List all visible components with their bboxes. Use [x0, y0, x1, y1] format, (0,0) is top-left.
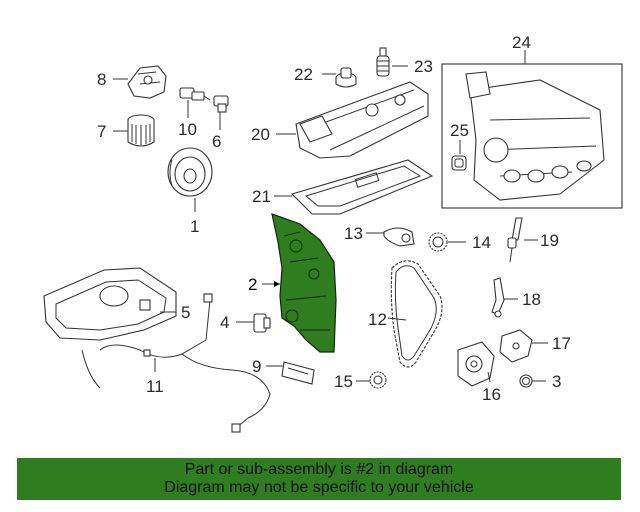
- part-17-bracket[interactable]: [499, 329, 533, 363]
- callout-12: 12: [368, 310, 387, 329]
- part-6-sensor[interactable]: [213, 95, 229, 113]
- part-12-timing-chain[interactable]: [390, 260, 443, 368]
- part-22-filler-cap[interactable]: [335, 67, 357, 88]
- callout-18: 18: [522, 290, 541, 309]
- part-25-gasket[interactable]: [451, 155, 467, 171]
- callout-14: 14: [472, 233, 491, 252]
- callout-25: 25: [450, 121, 469, 140]
- part-2-front-cover[interactable]: [271, 213, 337, 353]
- part-13-tensioner-arm[interactable]: [383, 227, 415, 247]
- callout-20: 20: [251, 125, 270, 144]
- part-19-dipstick[interactable]: [507, 217, 523, 263]
- part-10-sensor[interactable]: [179, 87, 211, 101]
- callout-13: 13: [344, 224, 363, 243]
- callout-5: 5: [181, 303, 190, 322]
- part-8-oil-filter-housing[interactable]: [127, 65, 167, 99]
- part-3-o-ring[interactable]: [519, 374, 533, 388]
- footer-line-1: Part or sub-assembly is #2 in diagram: [184, 461, 454, 478]
- callout-19: 19: [540, 231, 559, 250]
- callout-16: 16: [482, 385, 501, 404]
- footer-banner: Part or sub-assembly is #2 in diagram Di…: [17, 458, 621, 500]
- callout-15: 15: [334, 372, 353, 391]
- part-23-grommet[interactable]: [376, 47, 390, 77]
- callout-17: 17: [552, 334, 571, 353]
- callout-1: 1: [190, 217, 199, 236]
- callout-21: 21: [252, 187, 271, 206]
- part-20-valve-cover[interactable]: [295, 81, 429, 159]
- part-1-crank-pulley[interactable]: [167, 147, 213, 197]
- part-14-seal-ring[interactable]: [428, 232, 448, 252]
- part-16-water-pump[interactable]: [457, 341, 495, 387]
- callout-23: 23: [414, 57, 433, 76]
- part-4-sensor[interactable]: [253, 313, 271, 333]
- callout-6: 6: [212, 132, 221, 151]
- callout-24: 24: [512, 33, 531, 52]
- part-15-sprocket[interactable]: [369, 371, 387, 389]
- callout-2: 2: [248, 275, 257, 294]
- footer-line-2: Diagram may not be specific to your vehi…: [164, 479, 474, 496]
- callout-22: 22: [294, 65, 313, 84]
- callout-7: 7: [97, 122, 106, 141]
- part-24-intake-manifold[interactable]: [465, 71, 605, 201]
- callout-4: 4: [220, 313, 229, 332]
- callout-10: 10: [178, 120, 197, 139]
- callout-8: 8: [97, 70, 106, 89]
- callout-11: 11: [146, 377, 164, 396]
- part-5-oil-pan[interactable]: [43, 267, 177, 341]
- part-18-guide[interactable]: [491, 277, 505, 318]
- part-21-gasket[interactable]: [290, 159, 434, 215]
- part-11-wiring-harness[interactable]: [81, 293, 271, 433]
- callout-9: 9: [252, 357, 261, 376]
- callout-3: 3: [552, 372, 561, 391]
- part-9-bracket[interactable]: [281, 361, 315, 385]
- part-7-oil-filter[interactable]: [127, 114, 155, 147]
